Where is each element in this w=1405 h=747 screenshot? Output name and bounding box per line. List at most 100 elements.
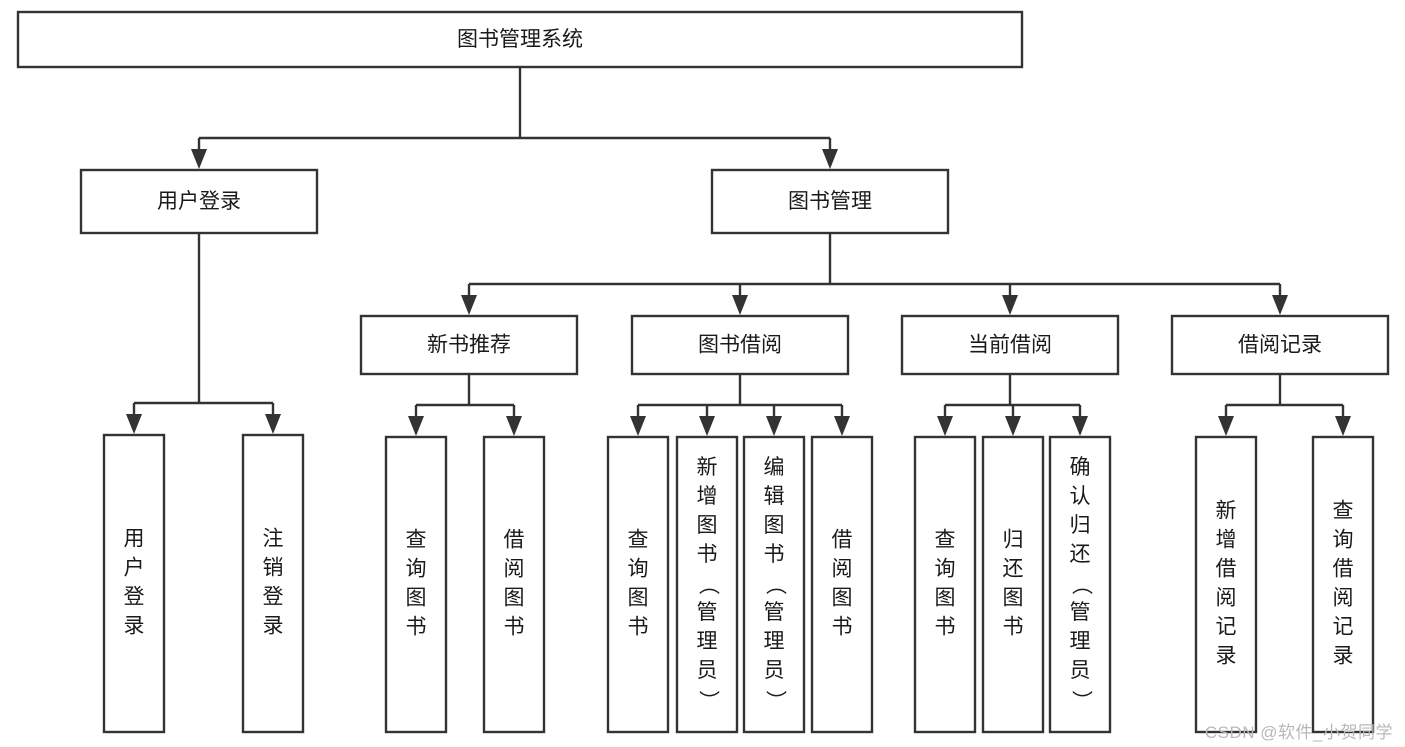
svg-text:阅: 阅: [504, 558, 525, 581]
svg-text:员: 员: [697, 659, 718, 682]
svg-text:书: 书: [764, 543, 785, 566]
svg-text:新: 新: [1216, 500, 1237, 523]
svg-text:借: 借: [1333, 558, 1354, 581]
svg-text:认: 认: [1070, 485, 1091, 508]
node-box: [981, 435, 1045, 734]
node-box: [79, 168, 319, 235]
svg-text:还: 还: [1070, 543, 1091, 566]
node-l3-book-borrow[interactable]: 图书借阅: [630, 314, 850, 376]
svg-text:登: 登: [263, 586, 284, 609]
svg-text:管: 管: [764, 601, 785, 624]
svg-text:编: 编: [764, 456, 785, 479]
node-l3-new-book-rec[interactable]: 新书推荐: [359, 314, 579, 376]
svg-text:询: 询: [935, 558, 956, 581]
nodes-layer: 图书管理系统用户登录图书管理新书推荐图书借阅当前借阅借阅记录用户登录注销登录查询…: [16, 10, 1390, 734]
node-box: [482, 435, 546, 734]
node-l2-book-manage[interactable]: 图书管理: [710, 168, 950, 235]
svg-text:员: 员: [764, 659, 785, 682]
svg-text:图: 图: [764, 514, 785, 537]
svg-text:图: 图: [832, 587, 853, 610]
svg-text:注: 注: [263, 528, 284, 551]
node-l2-user-login[interactable]: 用户登录: [79, 168, 319, 235]
svg-text:还: 还: [1003, 558, 1024, 581]
node-label: 当前借阅: [968, 334, 1052, 357]
node-box: [606, 435, 670, 734]
svg-text:图: 图: [1003, 587, 1024, 610]
node-box: [742, 435, 806, 734]
edges-layer: [126, 67, 1351, 436]
svg-text:书: 书: [697, 543, 718, 566]
svg-text:员: 员: [1070, 659, 1091, 682]
node-l4-user-login[interactable]: 用户登录: [102, 433, 166, 734]
svg-text:辑: 辑: [764, 485, 785, 508]
svg-text:借: 借: [1216, 558, 1237, 581]
svg-text:确: 确: [1070, 456, 1091, 479]
node-box: [630, 314, 850, 376]
svg-text:（: （: [1069, 574, 1092, 595]
node-box: [359, 314, 579, 376]
svg-text:图: 图: [406, 587, 427, 610]
svg-text:询: 询: [406, 558, 427, 581]
svg-text:查: 查: [935, 529, 956, 552]
svg-text:录: 录: [124, 615, 145, 638]
node-box: [16, 10, 1024, 69]
node-box: [102, 433, 166, 734]
svg-text:理: 理: [697, 630, 718, 653]
svg-text:记: 记: [1216, 616, 1237, 639]
svg-text:登: 登: [124, 586, 145, 609]
svg-text:（: （: [696, 574, 719, 595]
svg-text:管: 管: [697, 601, 718, 624]
svg-text:增: 增: [1216, 529, 1237, 552]
node-label: 新书推荐: [427, 334, 511, 357]
svg-text:书: 书: [628, 616, 649, 639]
svg-text:阅: 阅: [1216, 587, 1237, 610]
svg-text:书: 书: [504, 616, 525, 639]
watermark-text: CSDN @软件_小贺同学: [1204, 723, 1393, 742]
node-box: [675, 435, 739, 734]
svg-text:新: 新: [697, 456, 718, 479]
node-box: [384, 435, 448, 734]
node-label: 图书借阅: [698, 334, 782, 357]
node-box: [1311, 435, 1375, 734]
svg-text:录: 录: [1333, 645, 1354, 668]
node-label: 借阅记录: [1238, 334, 1322, 357]
svg-text:借: 借: [504, 529, 525, 552]
svg-text:查: 查: [406, 529, 427, 552]
node-root[interactable]: 图书管理系统: [16, 10, 1024, 69]
svg-text:阅: 阅: [832, 558, 853, 581]
node-l3-borrow-record[interactable]: 借阅记录: [1170, 314, 1390, 376]
node-box: [913, 435, 977, 734]
svg-text:询: 询: [628, 558, 649, 581]
svg-text:查: 查: [1333, 500, 1354, 523]
svg-text:录: 录: [263, 615, 284, 638]
node-box: [710, 168, 950, 235]
svg-text:（: （: [763, 574, 786, 595]
svg-text:阅: 阅: [1333, 587, 1354, 610]
svg-text:）: ）: [763, 690, 786, 711]
node-l3-current-borrow[interactable]: 当前借阅: [900, 314, 1120, 376]
node-box: [810, 435, 874, 734]
node-box: [900, 314, 1120, 376]
